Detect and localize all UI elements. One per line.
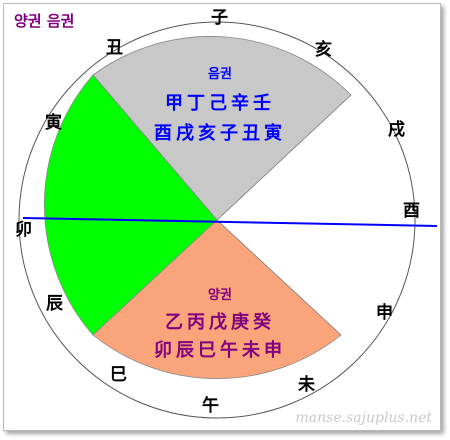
branch-mi: 未: [298, 375, 315, 395]
branch-o: 午: [202, 396, 219, 416]
top-segment-row1: 甲丁己辛壬: [165, 93, 275, 114]
bottom-sector: [92, 219, 342, 379]
diagram-title: 양권 음권: [14, 12, 75, 30]
bottom-segment-row2: 卯辰巳午未申: [154, 340, 286, 361]
top-sector: [92, 36, 352, 221]
right-sector-edge-top: [216, 94, 352, 221]
right-sector-edge-bottom: [216, 219, 342, 336]
bottom-segment-label: 양권: [208, 288, 232, 303]
site-watermark: manse.sajuplus.net: [295, 410, 432, 426]
branch-ja: 子: [211, 8, 228, 28]
branch-sa: 巳: [110, 365, 127, 385]
branch-jin: 辰: [46, 294, 63, 314]
branch-in: 寅: [45, 113, 62, 133]
top-segment-label: 음권: [208, 67, 232, 82]
circle-outline: [18, 21, 416, 419]
branch-myo: 卯: [15, 220, 32, 240]
horizontal-divider: [22, 217, 438, 227]
branch-hae: 亥: [315, 40, 332, 60]
branch-sul: 戌: [388, 120, 405, 140]
branch-chuk: 丑: [106, 38, 123, 58]
left-sector: [44, 74, 218, 336]
top-segment-row2: 酉戌亥子丑寅: [154, 123, 286, 144]
branch-sin: 申: [376, 303, 393, 323]
branch-yu: 酉: [403, 201, 420, 221]
bottom-segment-row1: 乙丙戊庚癸: [165, 312, 275, 333]
